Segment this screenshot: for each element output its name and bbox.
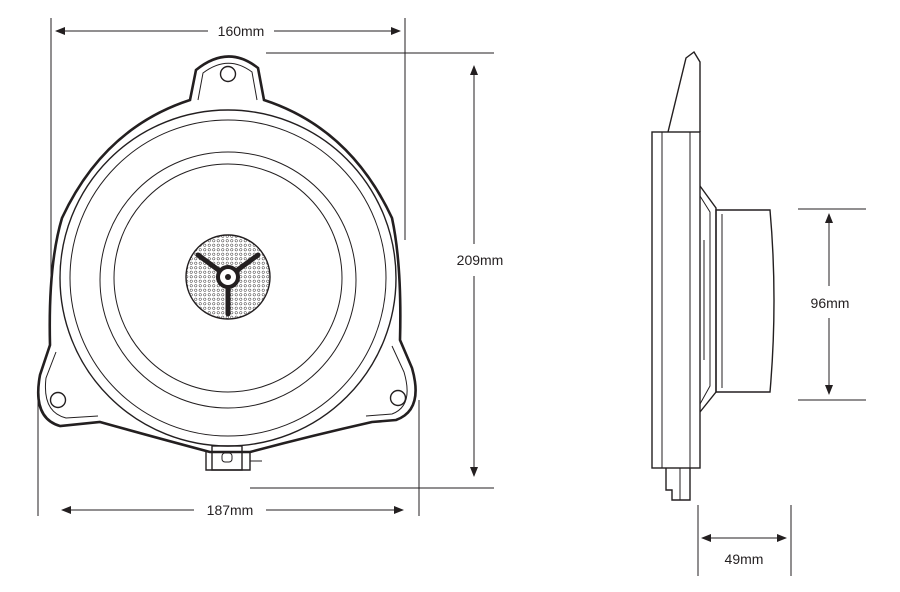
tweeter-rim — [185, 234, 271, 320]
side-terminal — [665, 468, 691, 501]
dimension-top-width: 160mm — [50, 18, 406, 292]
surround-outer — [99, 151, 357, 409]
side-basket — [699, 185, 717, 413]
side-magnet — [715, 209, 775, 393]
side-view — [651, 50, 775, 501]
left-tab-edge — [44, 351, 99, 419]
mounting-hole-left — [49, 391, 67, 409]
flange-inner-edge — [197, 62, 258, 101]
dimension-depth: 49mm — [697, 505, 792, 576]
dimension-label-160: 160mm — [218, 23, 265, 39]
side-flange-tab — [667, 50, 701, 133]
terminal-connector — [205, 445, 262, 471]
dimension-magnet-diameter: 96mm — [798, 208, 866, 401]
side-flange-outer — [651, 131, 701, 469]
frame-ring — [69, 119, 387, 437]
mounting-flange — [36, 55, 417, 454]
dimension-label-209: 209mm — [457, 252, 504, 268]
dimension-label-49: 49mm — [725, 551, 764, 567]
tweeter-bridge — [195, 252, 261, 317]
dimension-label-96: 96mm — [811, 295, 850, 311]
dimension-overall-width: 187mm — [37, 400, 420, 518]
dimension-height: 209mm — [250, 52, 504, 489]
mounting-hole-right — [389, 389, 407, 407]
mounting-hole-top — [219, 65, 237, 83]
front-view — [36, 55, 417, 471]
cone-edge — [113, 163, 343, 393]
dimension-label-187: 187mm — [207, 502, 254, 518]
